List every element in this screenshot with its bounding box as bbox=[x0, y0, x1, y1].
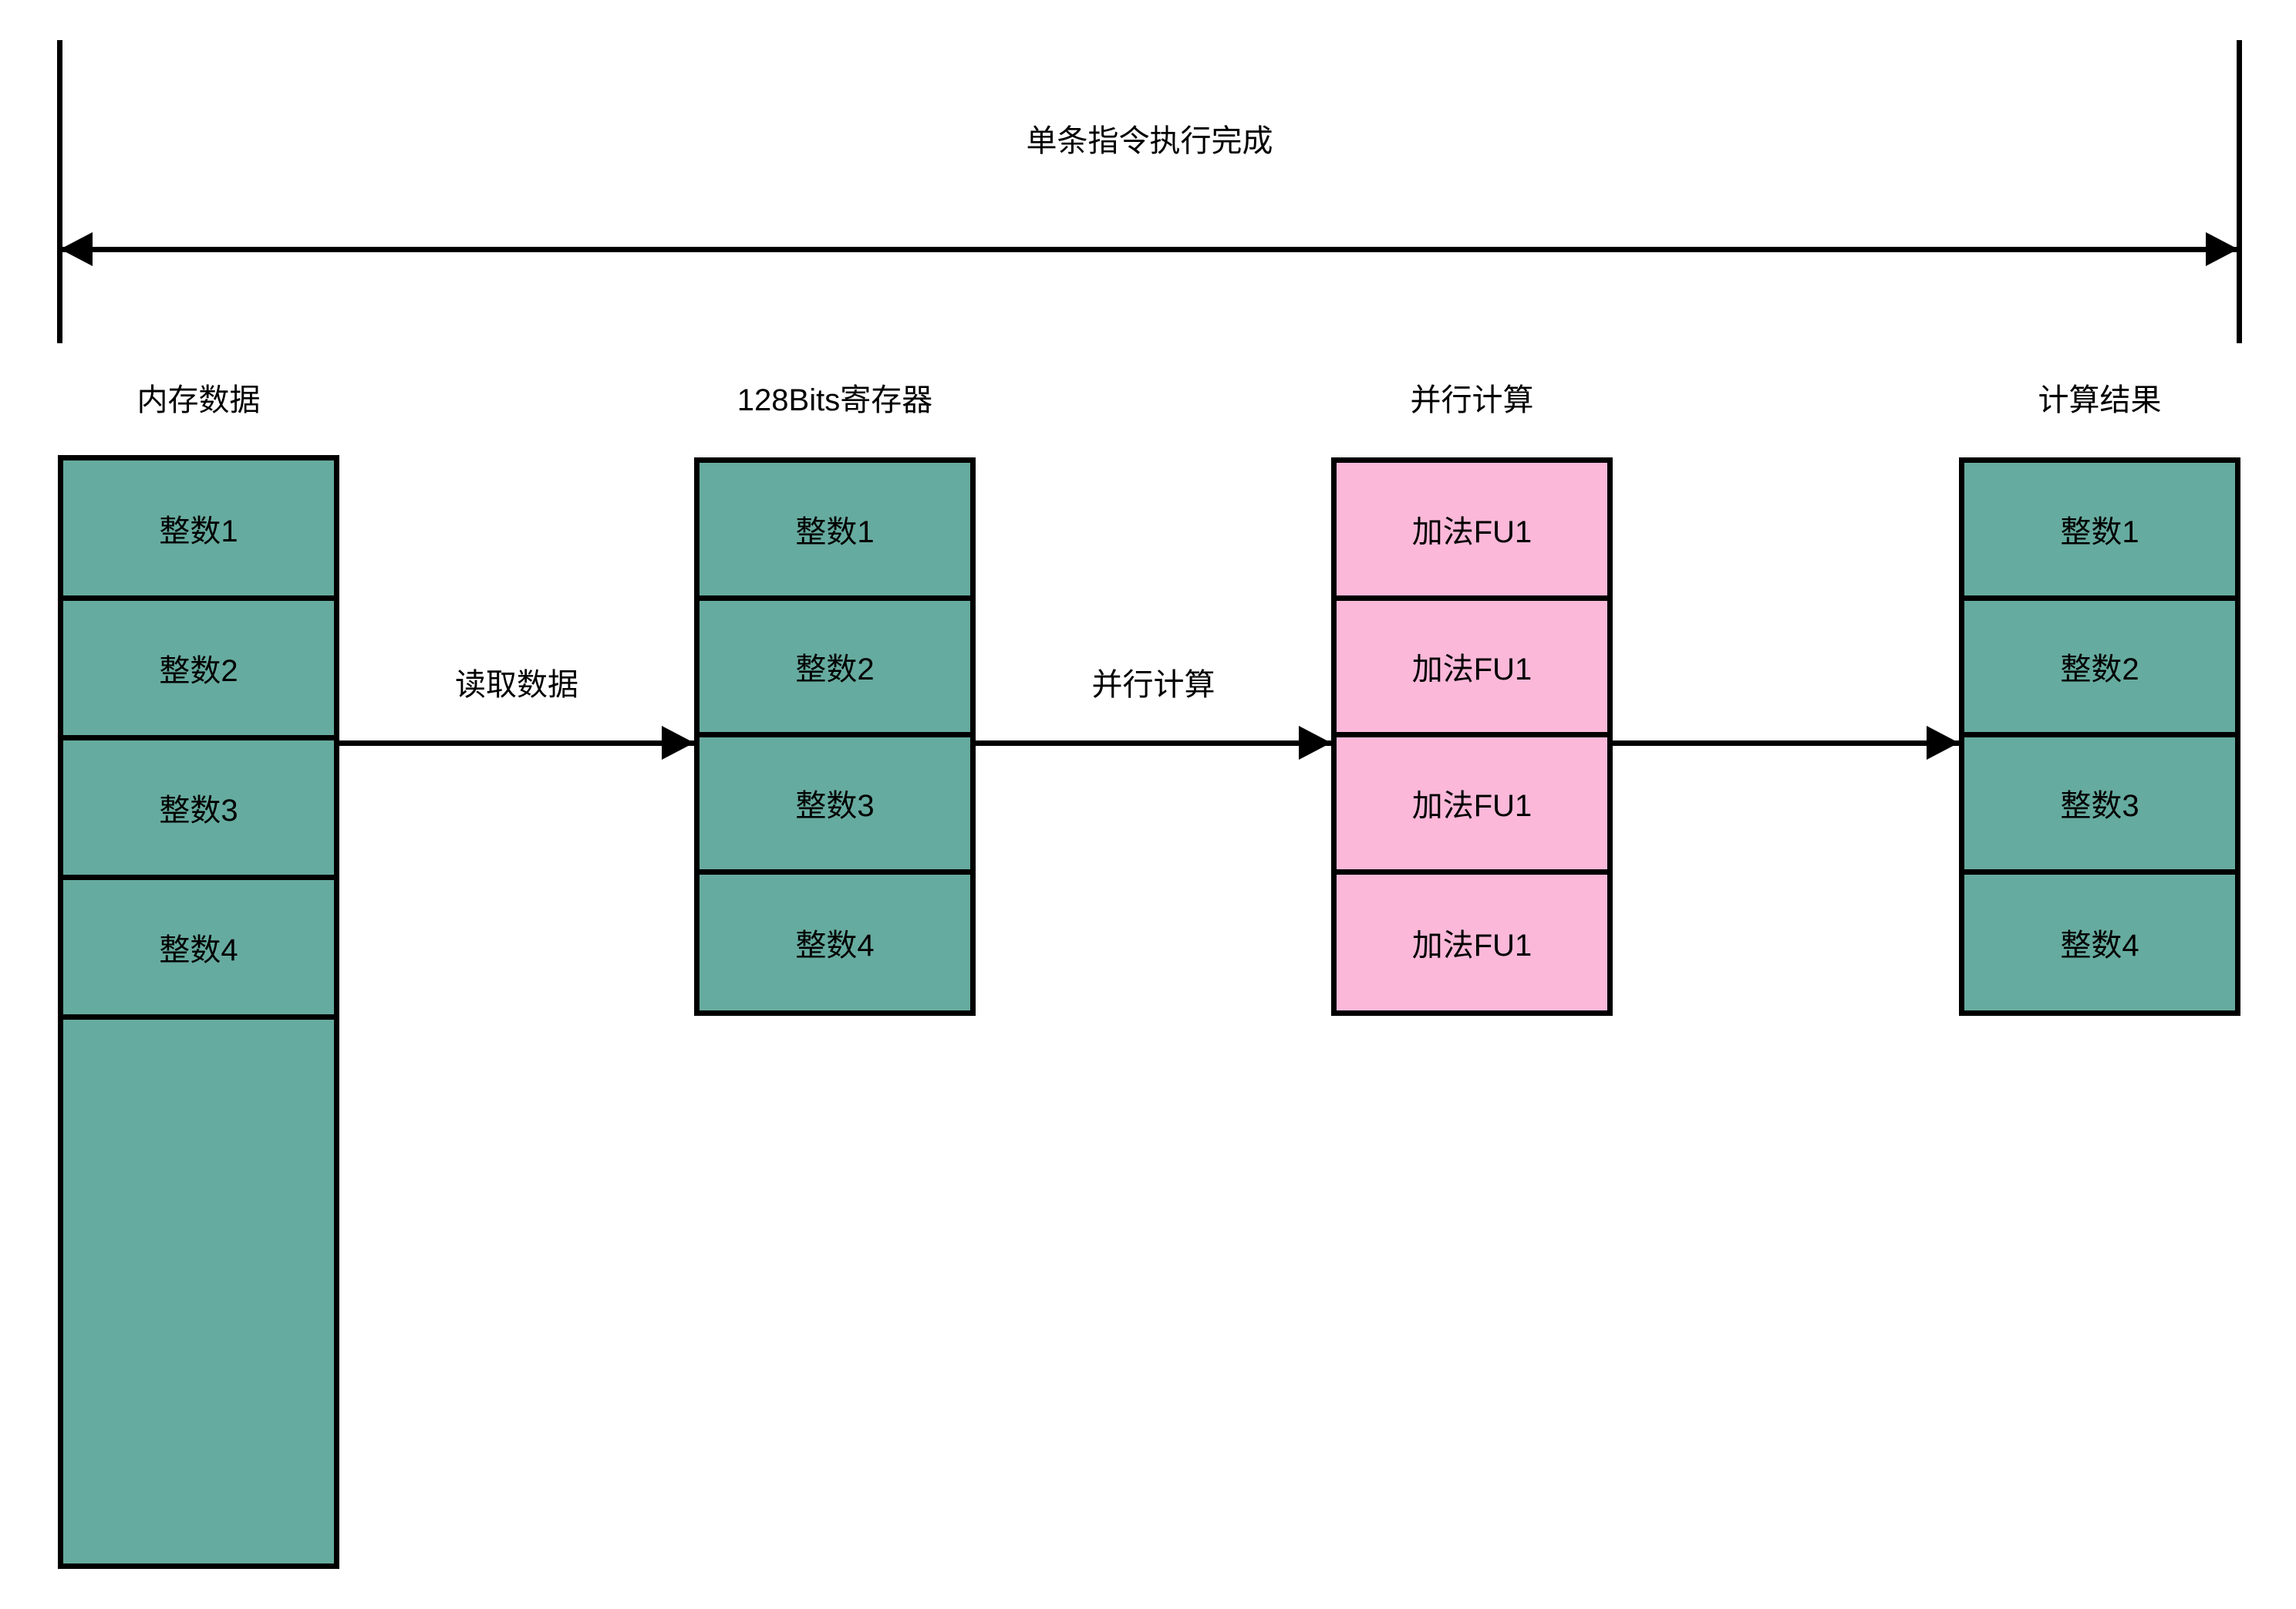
register-cell[interactable]: 整数4 bbox=[700, 874, 970, 1010]
memory-cell[interactable]: 整数3 bbox=[63, 740, 334, 880]
column-header-parallel-compute: 并行计算 bbox=[1410, 383, 1534, 417]
register-cell[interactable]: 整数3 bbox=[700, 737, 970, 875]
result-cell[interactable]: 整数3 bbox=[1964, 737, 2235, 875]
memory-cell[interactable]: 整数4 bbox=[63, 880, 334, 1020]
span-bracket-right-tick bbox=[2237, 40, 2242, 343]
flow-label-parallel-compute: 并行计算 bbox=[1091, 668, 1215, 702]
fu-cell[interactable]: 加法FU1 bbox=[1337, 600, 1607, 738]
result-cell[interactable]: 整数2 bbox=[1964, 600, 2235, 738]
flow-label-read-data: 读取数据 bbox=[455, 668, 578, 702]
parallel-compute-stack: 加法FU1 加法FU1 加法FU1 加法FU1 bbox=[1331, 457, 1613, 1016]
memory-cell-empty[interactable] bbox=[63, 1020, 334, 1563]
column-header-register: 128Bits寄存器 bbox=[737, 383, 933, 417]
span-bracket-left-tick bbox=[57, 40, 62, 343]
span-arrowhead-right-icon bbox=[2206, 232, 2238, 266]
register-cell[interactable]: 整数2 bbox=[700, 600, 970, 738]
result-cell[interactable]: 整数4 bbox=[1964, 874, 2235, 1010]
register-cell[interactable]: 整数1 bbox=[700, 463, 970, 601]
memory-cell[interactable]: 整数1 bbox=[63, 460, 334, 601]
memory-stack: 整数1 整数2 整数3 整数4 bbox=[58, 455, 339, 1569]
span-arrowhead-left-icon bbox=[60, 232, 93, 266]
flow-arrow-to-result-line bbox=[1613, 740, 1959, 746]
flow-arrow-to-result-head-icon bbox=[1927, 726, 1959, 760]
fu-cell[interactable]: 加法FU1 bbox=[1337, 463, 1607, 601]
flow-arrow-parallel-compute-head-icon bbox=[1299, 726, 1331, 760]
result-cell[interactable]: 整数1 bbox=[1964, 463, 2235, 601]
fu-cell[interactable]: 加法FU1 bbox=[1337, 737, 1607, 875]
fu-cell[interactable]: 加法FU1 bbox=[1337, 874, 1607, 1010]
result-stack: 整数1 整数2 整数3 整数4 bbox=[1959, 457, 2240, 1016]
flow-arrow-parallel-compute-line bbox=[976, 740, 1331, 746]
memory-cell[interactable]: 整数2 bbox=[63, 601, 334, 740]
span-double-arrow-line bbox=[60, 247, 2238, 252]
column-header-result: 计算结果 bbox=[2038, 383, 2162, 417]
span-title: 单条指令执行完成 bbox=[1026, 124, 1273, 158]
flow-arrow-read-data-line bbox=[339, 740, 694, 746]
column-header-memory: 内存数据 bbox=[137, 383, 261, 417]
register-stack: 整数1 整数2 整数3 整数4 bbox=[694, 457, 976, 1016]
flow-arrow-read-data-head-icon bbox=[662, 726, 694, 760]
